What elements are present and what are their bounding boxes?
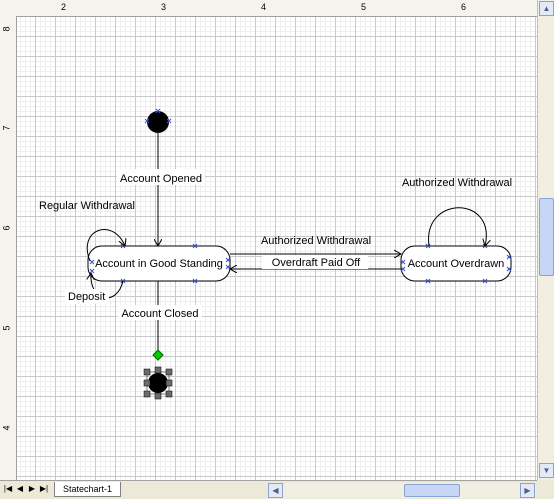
status-bar: |◀ ◀ ▶ ▶| Statechart-1 ◀ ▶ (0, 480, 554, 499)
transition-authorized-withdrawal-label: Authorized Withdrawal (261, 235, 371, 247)
transition-overdraft-paid-off-label: Overdraft Paid Off (272, 257, 361, 269)
ruler-label: 6 (461, 2, 467, 12)
scroll-up-button[interactable]: ▲ (539, 1, 554, 16)
resize-grip[interactable] (537, 480, 554, 498)
scroll-left-button[interactable]: ◀ (268, 483, 283, 498)
ruler-label: 6 (1, 225, 12, 231)
transition-authorized-withdrawal-self-loop[interactable] (428, 207, 487, 246)
tab-statechart-1[interactable]: Statechart-1 (54, 482, 122, 497)
drawing-canvas[interactable]: Account Opened Account in Good Standing … (17, 17, 537, 480)
horizontal-ruler: 2 3 4 5 6 (17, 0, 537, 17)
next-page-icon[interactable]: ▶ (28, 484, 36, 493)
selection-rotation-handle[interactable] (152, 349, 164, 361)
state-overdrawn[interactable]: Account Overdrawn (400, 243, 512, 284)
ruler-label: 5 (1, 325, 12, 331)
selection-handles[interactable] (143, 366, 173, 400)
ruler-label: 5 (361, 2, 367, 12)
prev-page-icon[interactable]: ◀ (16, 484, 24, 493)
ruler-label: 2 (61, 2, 67, 12)
horizontal-scroll-thumb[interactable] (404, 484, 460, 497)
horizontal-scrollbar[interactable]: ◀ ▶ (268, 483, 536, 498)
ruler-label: 4 (1, 425, 12, 431)
transition-deposit-label: Deposit (68, 291, 105, 303)
transition-opened-label: Account Opened (120, 173, 202, 185)
ruler-corner (0, 0, 18, 17)
scroll-down-button[interactable]: ▼ (539, 463, 554, 478)
vertical-scroll-thumb[interactable] (539, 198, 554, 276)
last-page-icon[interactable]: ▶| (39, 484, 49, 493)
statechart-diagram: Account Opened Account in Good Standing … (39, 108, 512, 400)
ruler-label: 3 (161, 2, 167, 12)
transition-closed-label: Account Closed (121, 308, 198, 320)
transition-authorized-withdrawal-self-label: Authorized Withdrawal (402, 177, 512, 189)
initial-state[interactable] (144, 108, 172, 133)
transition-regular-withdrawal-label: Regular Withdrawal (39, 200, 135, 212)
ruler-label: 7 (1, 125, 12, 131)
ruler-label: 4 (261, 2, 267, 12)
first-page-icon[interactable]: |◀ (3, 484, 13, 493)
vertical-ruler: 8 7 6 5 4 (0, 16, 17, 480)
state-good-standing-label: Account in Good Standing (95, 258, 223, 270)
state-good-standing[interactable]: Account in Good Standing (87, 243, 231, 284)
ruler-label: 8 (1, 26, 12, 32)
transition-regular-withdrawal-loop[interactable] (86, 229, 125, 262)
state-overdrawn-label: Account Overdrawn (408, 258, 505, 270)
final-state[interactable] (143, 366, 173, 400)
vertical-scrollbar[interactable]: ▲ ▼ (537, 0, 554, 480)
scroll-right-button[interactable]: ▶ (520, 483, 535, 498)
